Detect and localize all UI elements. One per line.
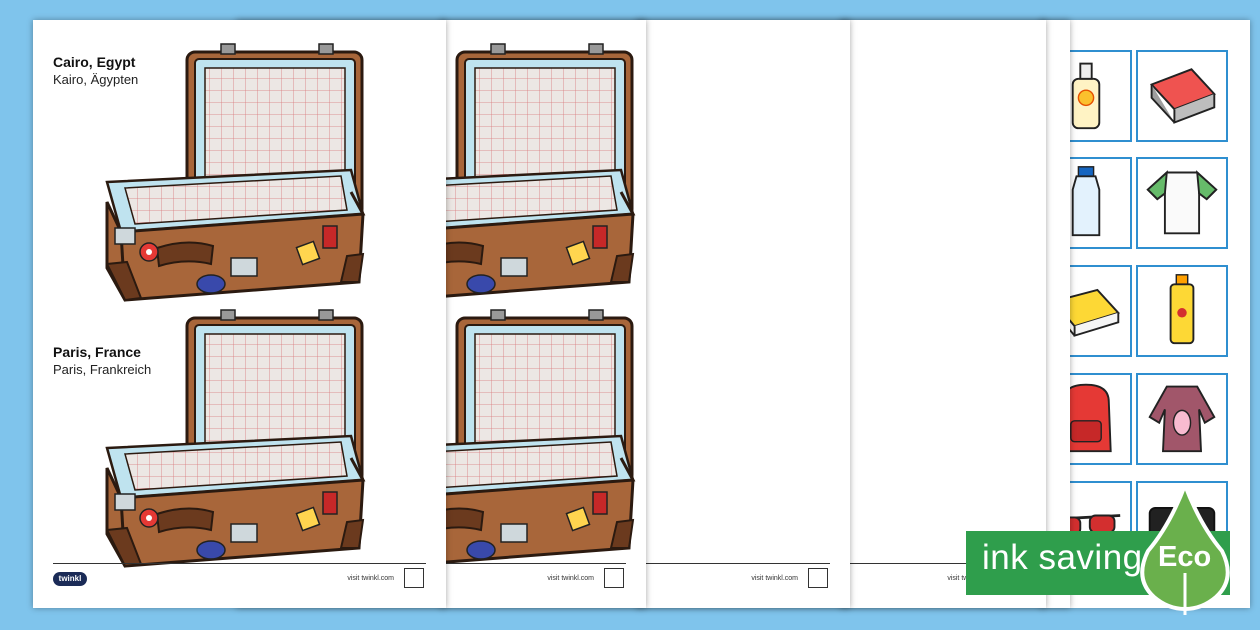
picture-card — [1136, 265, 1228, 357]
backpack-icon — [1060, 383, 1112, 453]
picture-card — [1136, 373, 1228, 465]
visit-link: visit twinkl.com — [547, 575, 594, 582]
city-name-german: Paris, Frankreich — [53, 362, 152, 377]
city-name-english: Cairo, Egypt — [53, 54, 136, 70]
checked-badge-icon — [604, 568, 624, 588]
jumper-icon — [1148, 385, 1216, 453]
magazines-icon — [1149, 68, 1216, 124]
picture-card — [1136, 157, 1228, 249]
city-name-english: Paris, France — [53, 344, 141, 360]
suitcase-icon — [101, 308, 371, 568]
twinkl-logo: twinkl — [53, 572, 87, 586]
ink-saving-label: ink saving — [982, 538, 1143, 577]
visit-link: visit twinkl.com — [347, 575, 394, 582]
picture-cards-page-2 — [1040, 20, 1250, 608]
city-label-cairo: Cairo, Egypt Kairo, Ägypten — [53, 54, 138, 87]
checked-badge-icon — [404, 568, 424, 588]
t-shirt-icon — [1146, 170, 1218, 235]
visit-link: visit twinkl.com — [751, 575, 798, 582]
sun-cream-icon — [1071, 62, 1101, 130]
eco-label: Eco — [1158, 541, 1212, 573]
worksheet-page-1: Cairo, Egypt Kairo, Ägypten Paris, Franc… — [33, 20, 446, 608]
checked-badge-icon — [808, 568, 828, 588]
footer-divider — [53, 563, 426, 564]
suitcase-icon — [101, 42, 371, 302]
insect-spray-icon — [1169, 274, 1195, 345]
water-bottle-icon — [1071, 166, 1101, 237]
city-label-paris: Paris, France Paris, Frankreich — [53, 344, 151, 377]
eco-drop-icon — [1140, 485, 1230, 615]
picture-card — [1136, 50, 1228, 142]
city-name-german: Kairo, Ägypten — [53, 72, 139, 87]
